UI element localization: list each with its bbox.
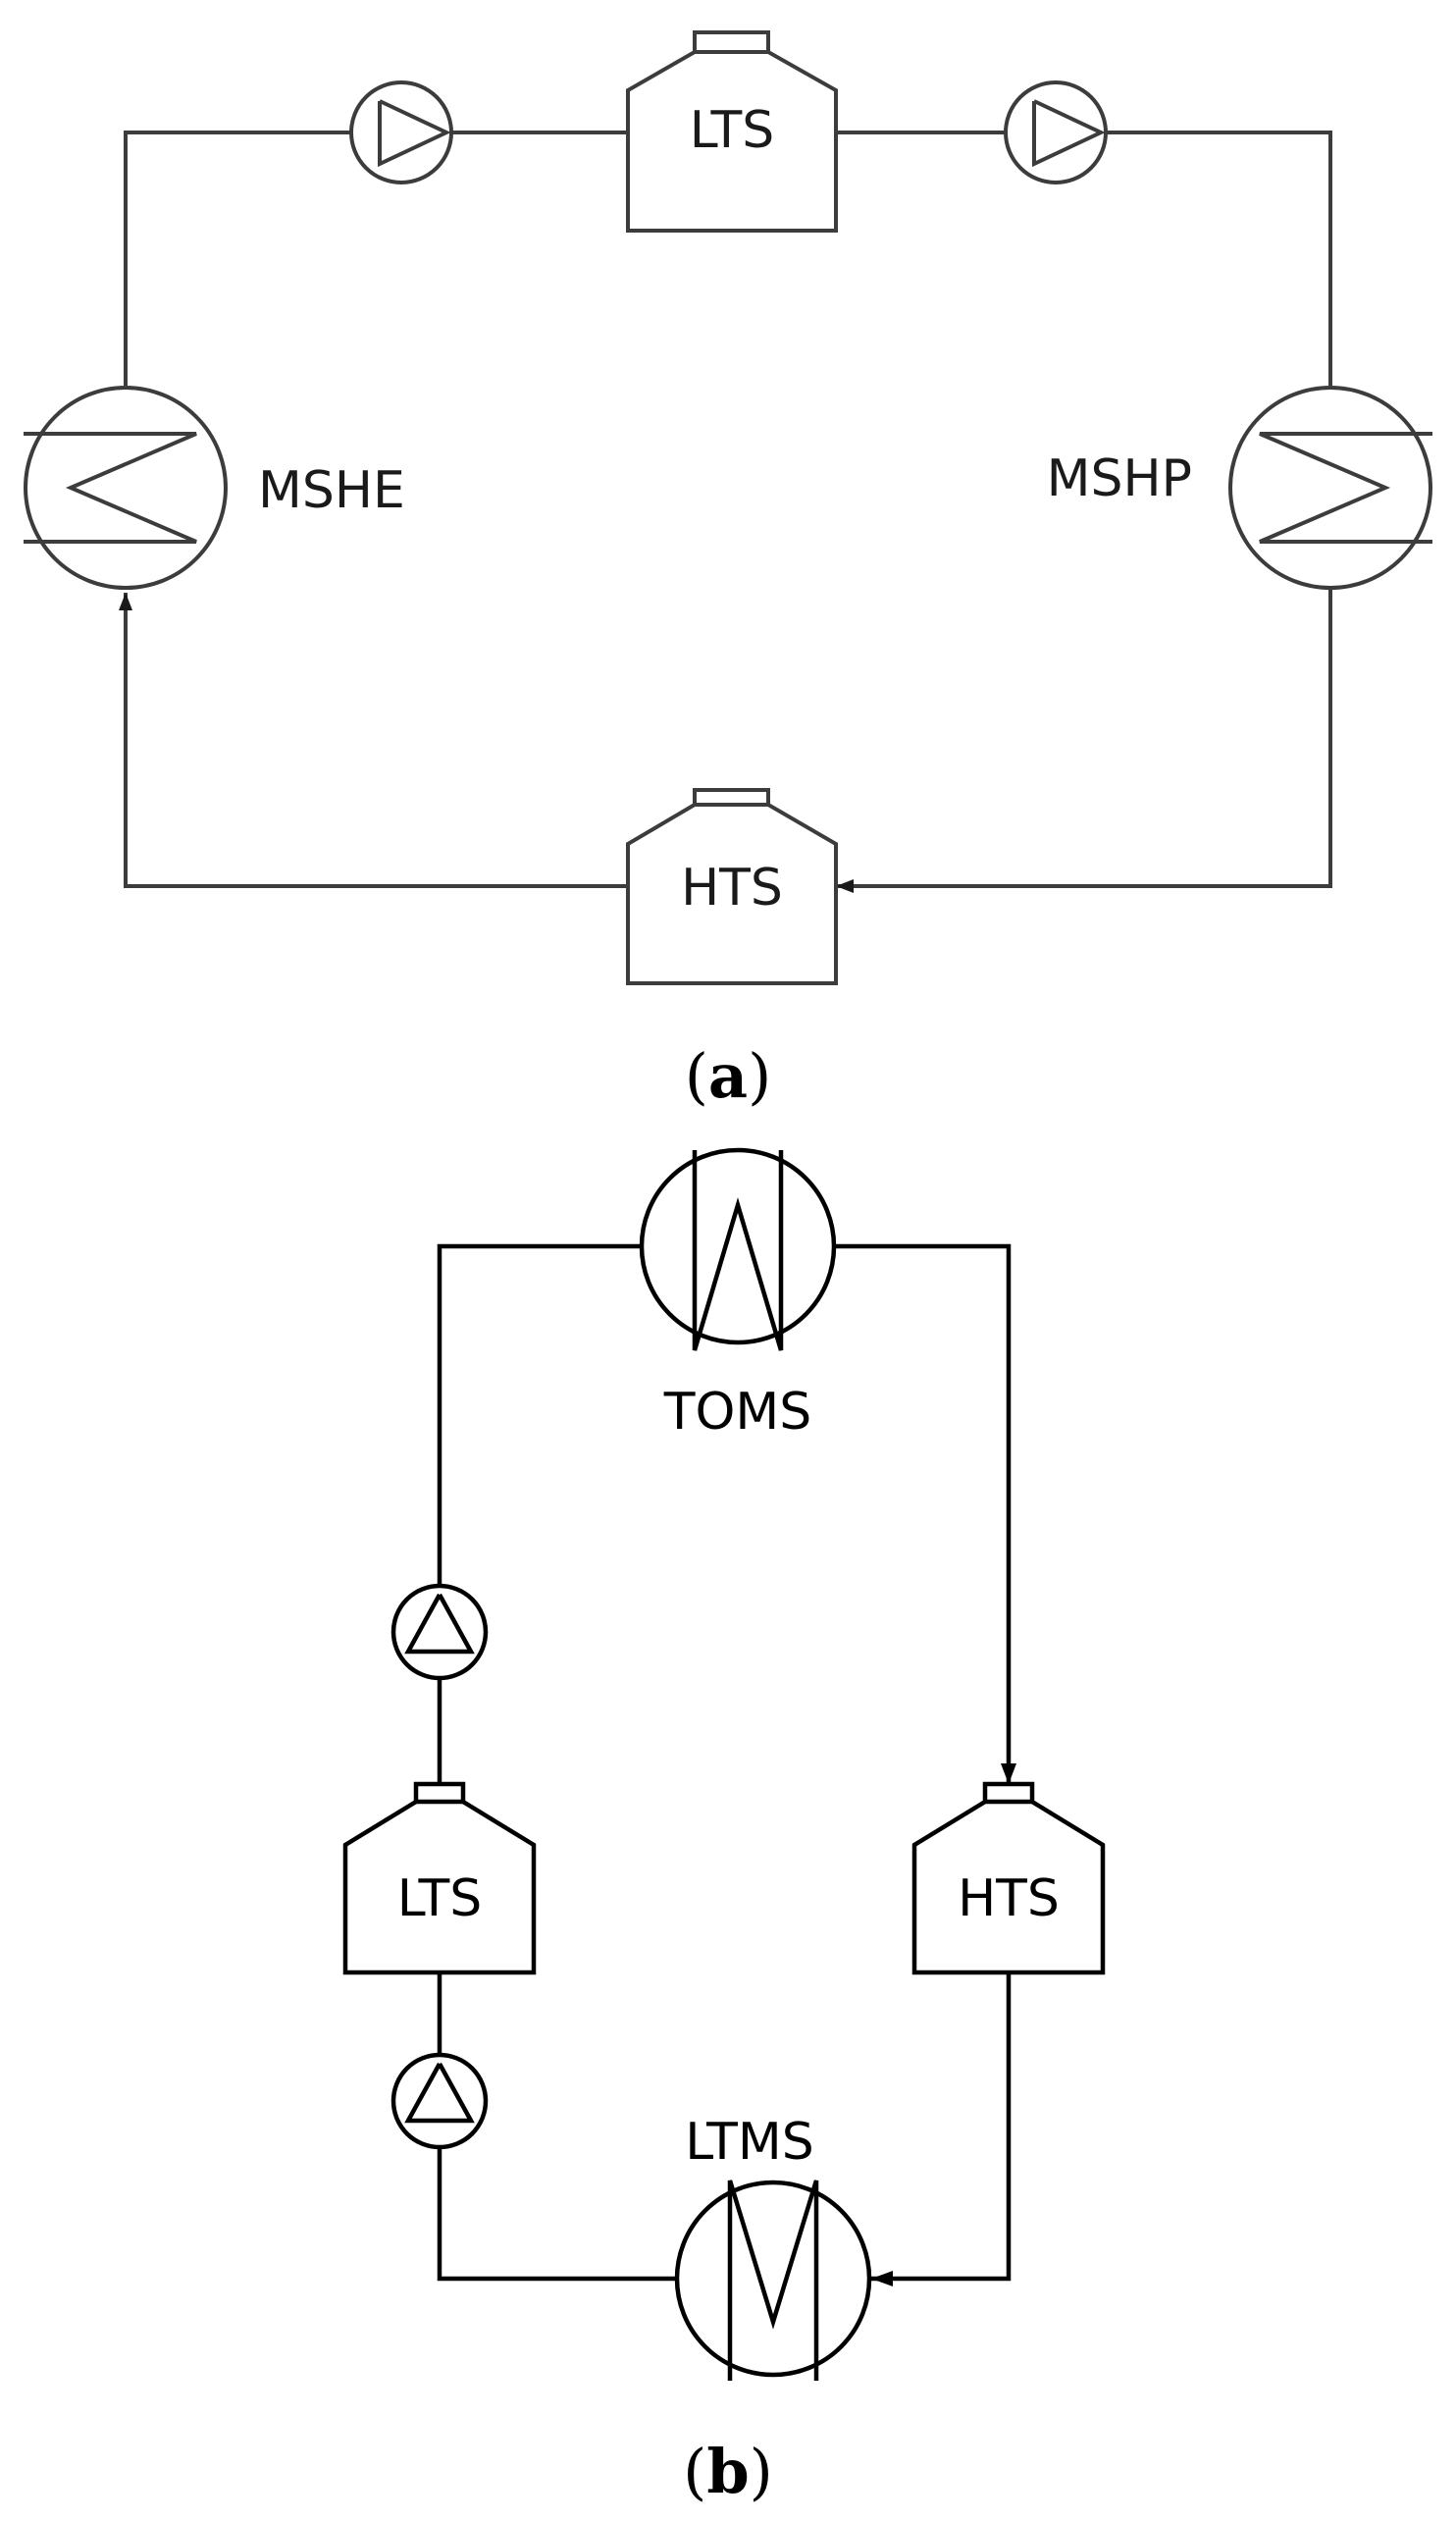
tank-label-lts: LTS: [397, 1869, 483, 1928]
storage-tank-icon: [911, 1781, 1106, 1975]
flow-arrow-icon: [836, 879, 854, 893]
heat-exchanger-icon: [1228, 386, 1432, 590]
heat-exchanger-icon: [24, 386, 228, 590]
exchanger-label-ltms: LTMS: [685, 2113, 813, 2172]
flow-arrow-icon: [1001, 1763, 1016, 1784]
pump-icon: [349, 80, 453, 184]
exchanger-label-toms: TOMS: [663, 1383, 812, 1442]
exchanger-label-mshp: MSHP: [1047, 449, 1192, 508]
tank-label-lts: LTS: [690, 101, 775, 160]
pipe-bottom-left: [437, 2145, 675, 2282]
diagram-b: LTS HTS TOMS LTMS (b): [342, 1147, 1106, 2507]
caption-a-letter: a: [708, 1040, 748, 1112]
diagram-a: LTS HTS MSHE MSHP (a): [24, 30, 1432, 1112]
pump-icon: [390, 1583, 489, 1681]
pipe-bottom-left: [124, 593, 628, 888]
heat-exchanger-icon: [674, 2180, 872, 2381]
caption-b-letter: b: [706, 2436, 749, 2507]
pipe-top-left: [124, 131, 350, 386]
storage-tank-icon: [626, 30, 838, 233]
pump-icon: [1004, 80, 1108, 184]
tank-label-hts: HTS: [958, 1869, 1060, 1928]
flow-arrow-icon: [119, 593, 132, 610]
pipe-right-lower: [871, 1972, 1012, 2282]
caption-b: (b): [683, 2436, 773, 2507]
caption-a: (a): [685, 1040, 772, 1112]
flow-arrow-icon: [871, 2271, 893, 2286]
storage-tank-icon: [342, 1781, 537, 1975]
pipe-right-lower: [836, 586, 1332, 888]
storage-tank-icon: [626, 788, 838, 985]
pipe-top-right-2: [1107, 131, 1332, 386]
heat-exchanger-icon: [639, 1147, 837, 1351]
exchanger-label-mshe: MSHE: [258, 461, 405, 520]
pipe-top-right: [836, 1243, 1012, 1784]
tank-label-hts: HTS: [681, 859, 783, 918]
pipe-top-left: [437, 1243, 640, 1588]
pump-icon: [390, 2052, 489, 2150]
